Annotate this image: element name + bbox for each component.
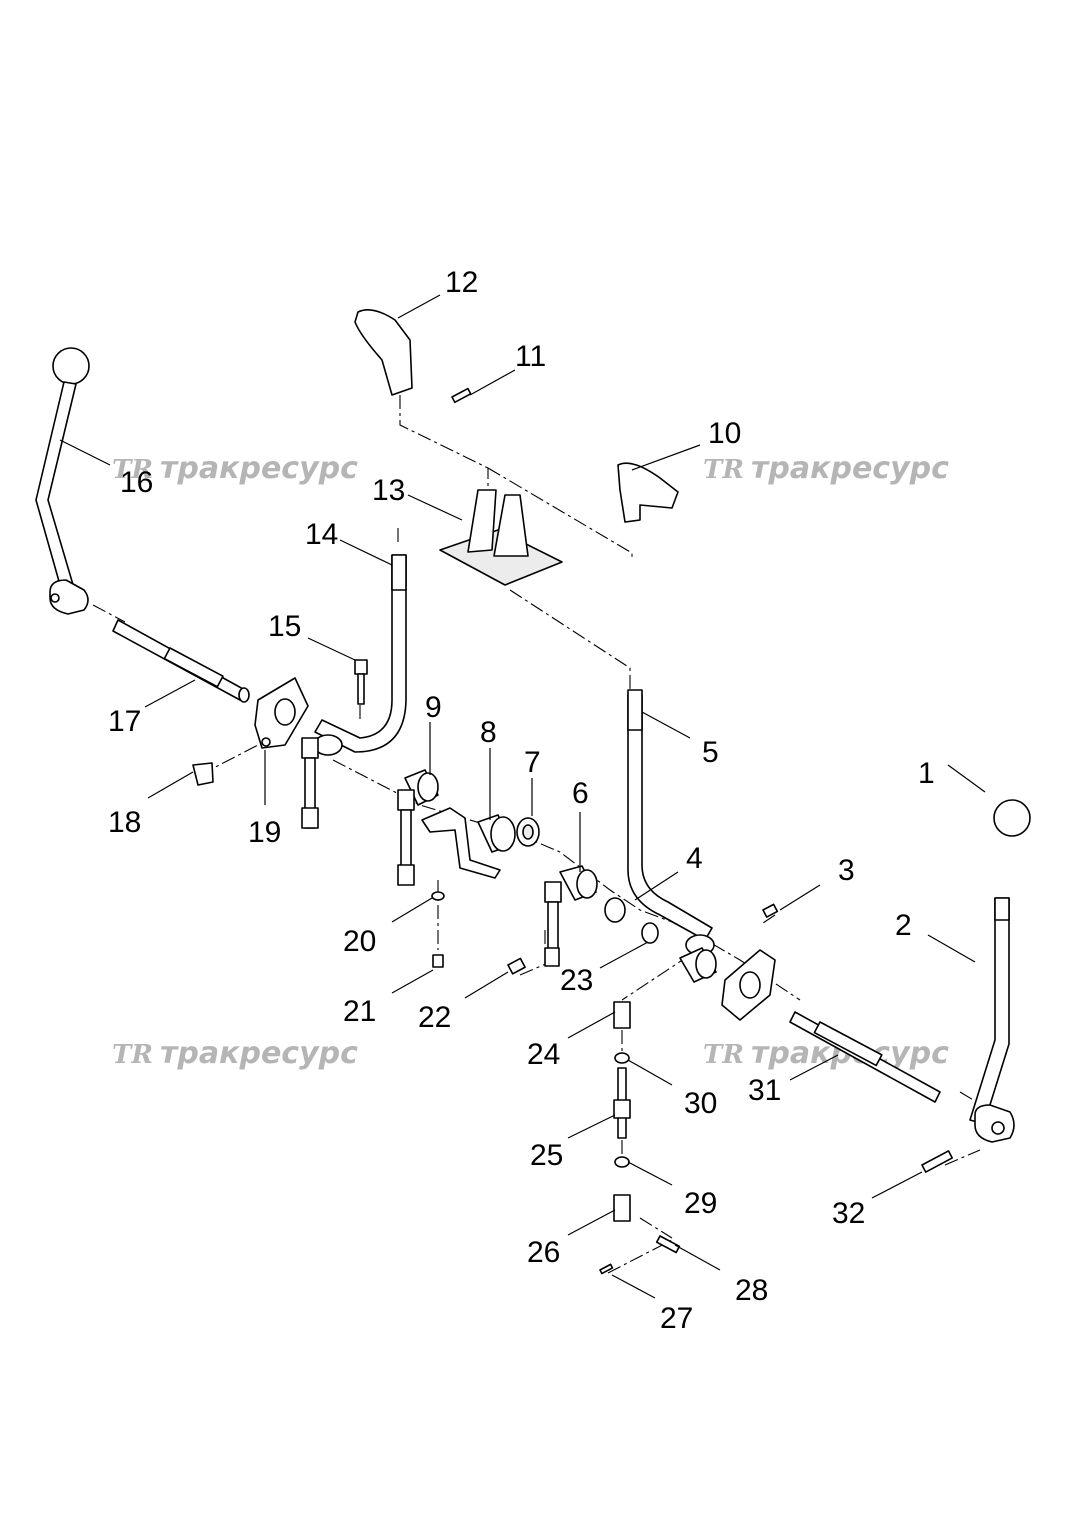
- middle-clevis-link: [397, 789, 415, 886]
- callout-27: 27: [660, 1302, 693, 1335]
- callout-15: 15: [268, 610, 301, 643]
- right-bracket: [721, 949, 776, 1021]
- left-clevis-link: [301, 737, 319, 829]
- callout-14: 14: [305, 518, 338, 551]
- callout-23: 23: [560, 964, 593, 997]
- right-bushing: [679, 947, 717, 983]
- part-20-washer: [431, 891, 445, 901]
- watermark-top-right: TR тракресурс: [703, 451, 949, 486]
- callout-19: 19: [248, 816, 281, 849]
- callout-9: 9: [425, 691, 442, 724]
- callout-28: 28: [735, 1274, 768, 1307]
- part-2-right-lever: [969, 799, 1031, 1143]
- callout-31: 31: [748, 1074, 781, 1107]
- callout-8: 8: [480, 716, 497, 749]
- right-clevis-link: [544, 881, 562, 967]
- callout-18: 18: [108, 806, 141, 839]
- part-30-nut: [614, 1052, 630, 1064]
- watermark-logo: TR: [703, 1040, 744, 1070]
- watermark-bottom-left: TR тракресурс: [112, 1036, 358, 1071]
- part-32-pin: [921, 1150, 954, 1173]
- bracket-plate: [421, 807, 501, 879]
- part-29-nut: [614, 1156, 630, 1168]
- callout-10: 10: [708, 417, 741, 450]
- part-31-right-shaft: [789, 1011, 941, 1103]
- part-12-left-knob: [354, 309, 413, 396]
- callout-5: 5: [702, 736, 719, 769]
- watermark-top-left: TR тракресурс: [112, 451, 358, 486]
- part-10-right-knob: [617, 462, 679, 523]
- part-24-clevis: [613, 1001, 631, 1029]
- part-28-pin: [655, 1235, 681, 1254]
- callout-1: 1: [918, 757, 935, 790]
- callout-numbers: 1 2 3 4 5 6 7 8 9 10 11 12 13 14 15 16 1…: [108, 266, 935, 1335]
- watermark-logo: TR: [112, 455, 153, 485]
- part-3-bolt: [762, 903, 779, 918]
- callout-24: 24: [527, 1038, 560, 1071]
- part-13-boot: [439, 489, 563, 586]
- part-8-bushing: [477, 814, 516, 853]
- part-11-screw: [451, 387, 472, 404]
- callout-20: 20: [343, 925, 376, 958]
- callout-11: 11: [515, 340, 546, 373]
- callout-26: 26: [527, 1236, 560, 1269]
- part-16-left-lever: [35, 347, 90, 615]
- watermark-text: тракресурс: [751, 451, 949, 486]
- callout-4: 4: [686, 842, 703, 875]
- part-26-clevis: [613, 1194, 631, 1222]
- part-18-clip: [192, 762, 214, 786]
- callout-22: 22: [418, 1001, 451, 1034]
- part-21-bolt: [432, 954, 444, 968]
- callout-29: 29: [684, 1187, 717, 1220]
- part-17-left-shaft: [112, 619, 250, 703]
- part-25-turnbuckle: [613, 1067, 631, 1139]
- part-19-left-bracket: [254, 677, 309, 749]
- part-9-bushing: [404, 769, 439, 806]
- callout-16: 16: [120, 466, 153, 499]
- callout-13: 13: [372, 474, 405, 507]
- part-7-washer: [516, 817, 540, 847]
- part-23-washer: [641, 922, 659, 944]
- callout-30: 30: [684, 1087, 717, 1120]
- callout-6: 6: [572, 777, 589, 810]
- part-15-screw: [354, 659, 368, 705]
- watermark-logo: TR: [112, 1040, 153, 1070]
- watermark-logo: TR: [703, 455, 744, 485]
- callout-17: 17: [108, 705, 141, 738]
- leader-lines: [59, 294, 986, 1299]
- callout-25: 25: [530, 1139, 563, 1172]
- callout-3: 3: [838, 854, 855, 887]
- part-14-left-shift-rod: [313, 554, 407, 756]
- callout-7: 7: [524, 746, 541, 779]
- callout-21: 21: [343, 995, 376, 1028]
- part-22-bolt: [507, 957, 526, 975]
- part-5-right-shift-rod: [627, 689, 715, 956]
- callout-12: 12: [445, 266, 478, 299]
- callout-2: 2: [895, 909, 912, 942]
- part-6-bushing: [559, 865, 598, 901]
- watermark-text: тракресурс: [160, 1036, 358, 1071]
- callout-32: 32: [832, 1197, 865, 1230]
- part-27-cotter: [599, 1263, 614, 1275]
- watermark-text: тракресурс: [160, 451, 358, 486]
- part-4-washer: [604, 897, 626, 923]
